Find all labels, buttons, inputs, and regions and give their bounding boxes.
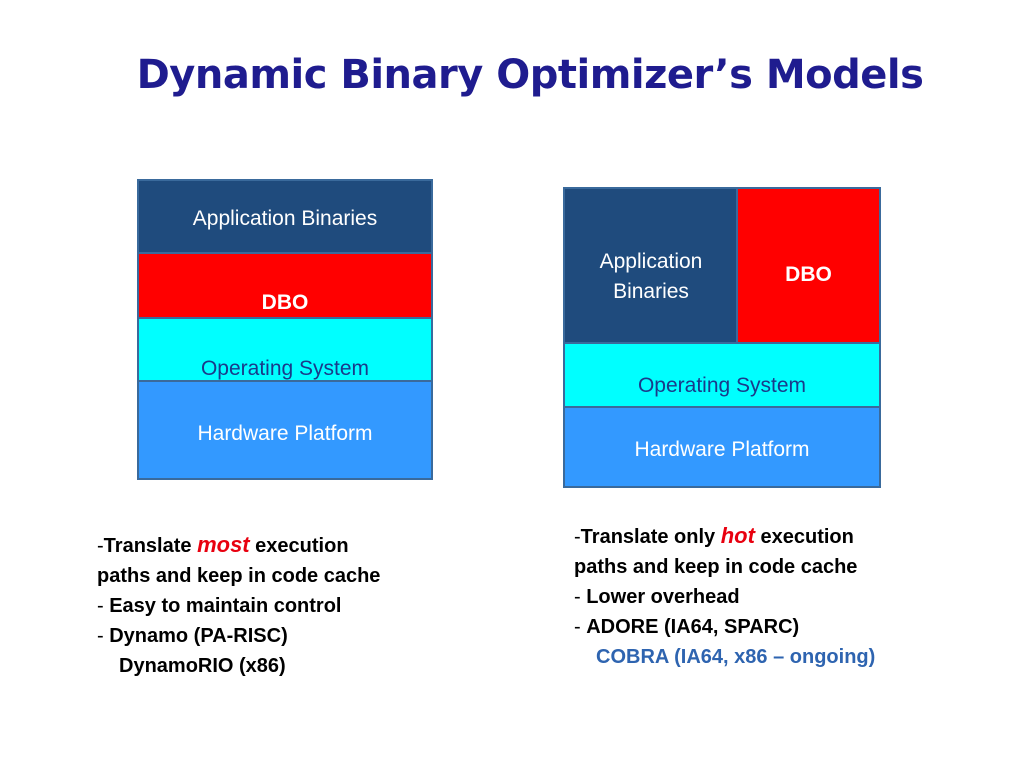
left-bullet-1-cont: paths and keep in code cache (97, 565, 381, 587)
left-bullet-3: - Dynamo (PA-RISC) (97, 625, 288, 647)
right-bullet-3-cont: COBRA (IA64, x86 – ongoing) (596, 646, 876, 668)
left-bullet-2: - Easy to maintain control (97, 595, 342, 617)
left-description: -Translate most execution paths and keep… (97, 530, 380, 681)
left-bullet-1: -Translate most execution (97, 532, 349, 557)
slide-title: Dynamic Binary Optimizer’s Models (136, 52, 924, 98)
right-os-label: Operating System (637, 374, 807, 397)
left-app-binaries-label: Application Binaries (192, 207, 378, 230)
left-app-binaries-layer: Application Binaries (137, 179, 433, 255)
left-dbo-layer: DBO (137, 252, 433, 320)
right-hardware-label: Hardware Platform (634, 438, 810, 461)
left-os-layer: Operating System (137, 317, 433, 383)
right-bullet-1: -Translate only hot execution (574, 523, 854, 548)
right-os-layer: Operating System (563, 342, 881, 410)
left-bullet-3-cont: DynamoRIO (x86) (119, 655, 286, 677)
right-dbo-label: DBO (785, 263, 832, 286)
left-hardware-layer: Hardware Platform (137, 380, 433, 480)
left-os-label: Operating System (200, 357, 370, 380)
right-bullet-3: - ADORE (IA64, SPARC) (574, 616, 800, 638)
right-app-binaries-label-line2: Binaries (613, 280, 689, 303)
left-highlight-most: most (197, 532, 250, 557)
left-hardware-label: Hardware Platform (197, 422, 373, 445)
right-description: -Translate only hot execution paths and … (574, 521, 875, 672)
right-app-binaries-layer: Application Binaries (563, 187, 739, 345)
right-highlight-hot: hot (720, 523, 755, 548)
right-dbo-layer: DBO (736, 187, 881, 345)
right-bullet-1-cont: paths and keep in code cache (574, 556, 858, 578)
right-bullet-2: - Lower overhead (574, 586, 740, 608)
right-app-binaries-label-line1: Application (599, 250, 703, 273)
right-hardware-layer: Hardware Platform (563, 406, 881, 488)
left-dbo-label: DBO (261, 291, 309, 314)
